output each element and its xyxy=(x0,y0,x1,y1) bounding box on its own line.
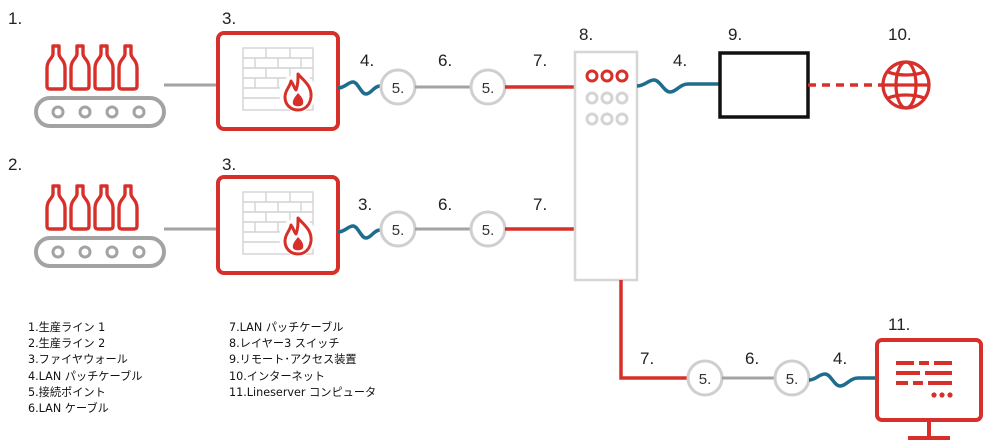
bottle-icon xyxy=(45,44,67,91)
production-line-1-number: 1. xyxy=(8,9,22,28)
connection-point: 5. xyxy=(469,68,507,106)
legend-item: 10.インターネット xyxy=(229,369,326,383)
internet: 10. xyxy=(881,25,931,110)
legend: 1.生産ライン 1 2.生産ライン 2 3.ファイヤウォール 4.LAN パッチ… xyxy=(12,314,492,448)
production-line-2-number: 2. xyxy=(8,155,22,174)
production-line-1: 1. xyxy=(8,9,166,128)
bottle-icon xyxy=(45,184,67,231)
legend-column-left: 1.生産ライン 1 2.生産ライン 2 3.ファイヤウォール 4.LAN パッチ… xyxy=(28,320,142,417)
connection-point: 5. xyxy=(686,359,724,397)
patch-cable-row1-a xyxy=(337,80,381,96)
svg-text:5.: 5. xyxy=(392,222,405,239)
legend-item: 11.Lineserver コンピュータ xyxy=(229,385,377,399)
cable-label: 6. xyxy=(745,349,759,368)
bottle-icon xyxy=(93,184,115,231)
svg-text:5.: 5. xyxy=(786,371,799,388)
legend-column-right: 7.LAN パッチケーブル 8.レイヤー3 スイッチ 9.リモート･アクセス装置… xyxy=(229,320,376,401)
svg-text:5.: 5. xyxy=(482,222,495,239)
firewall-2: 3. xyxy=(216,155,340,275)
bottle-icon xyxy=(69,184,91,231)
connection-point: 5. xyxy=(773,359,811,397)
cable-label: 3. xyxy=(358,195,372,214)
legend-item: 1.生産ライン 1 xyxy=(28,321,106,334)
fire-icon xyxy=(279,72,317,112)
legend-item: 3.ファイヤウォール xyxy=(28,353,128,367)
legend-item: 7.LAN パッチケーブル xyxy=(229,321,344,334)
legend-item: 2.生産ライン 2 xyxy=(28,337,106,351)
fire-icon xyxy=(279,216,317,256)
cable-label: 6. xyxy=(438,195,452,214)
bottle-icon xyxy=(93,44,115,91)
conveyor-icon xyxy=(34,236,166,268)
lineserver-computer: 11. xyxy=(875,315,983,440)
patch-cable-row2-a xyxy=(337,224,381,240)
computer-number: 11. xyxy=(888,315,910,334)
firewall-1-number: 3. xyxy=(222,9,236,28)
cable-label: 6. xyxy=(438,51,452,70)
remote-access-device: 9. xyxy=(718,25,810,119)
legend-item: 8.レイヤー3 スイッチ xyxy=(229,337,340,351)
svg-text:5.: 5. xyxy=(699,371,712,388)
legend-item: 9.リモート･アクセス装置 xyxy=(229,353,357,367)
legend-item: 4.LAN パッチケーブル xyxy=(28,369,143,383)
cable-label: 7. xyxy=(533,195,547,214)
bottle-icon xyxy=(69,44,91,91)
svg-text:5.: 5. xyxy=(482,80,495,97)
connection-point: 5. xyxy=(379,68,417,106)
bottle-icon xyxy=(117,44,139,91)
legend-item: 6.LAN ケーブル xyxy=(28,402,109,416)
cable-label: 7. xyxy=(640,349,654,368)
cable-label: 7. xyxy=(533,51,547,70)
firewall-2-number: 3. xyxy=(222,155,236,174)
patch-cable-switch-computer xyxy=(619,280,688,380)
patch-cable-switch-remote xyxy=(636,78,720,94)
connection-point: 5. xyxy=(379,210,417,248)
conveyor-icon xyxy=(34,96,166,128)
patch-cable-bottom xyxy=(808,372,877,388)
remote-access-number: 9. xyxy=(728,25,742,44)
svg-text:5.: 5. xyxy=(392,80,405,97)
firewall-1: 3. xyxy=(216,9,340,131)
layer3-switch: 8. xyxy=(573,25,639,282)
internet-number: 10. xyxy=(888,25,912,44)
cable-label: 4. xyxy=(833,349,847,368)
switch-number: 8. xyxy=(579,25,593,44)
globe-icon xyxy=(881,60,931,110)
connection-point: 5. xyxy=(469,210,507,248)
bottle-icon xyxy=(117,184,139,231)
legend-item: 5.接続ポイント xyxy=(28,385,106,399)
monitor-icon xyxy=(875,338,983,440)
cable-label: 4. xyxy=(360,51,374,70)
production-line-2: 2. xyxy=(8,155,166,268)
cable-label: 4. xyxy=(673,51,687,70)
